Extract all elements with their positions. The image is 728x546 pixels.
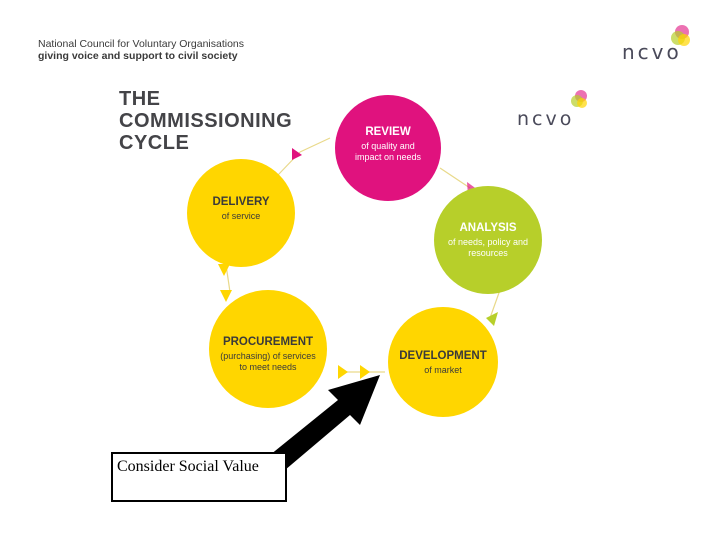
- callout-arrow: [270, 375, 380, 470]
- title-line-1: THE: [119, 88, 161, 110]
- development-heading: DEVELOPMENT: [399, 350, 487, 362]
- delivery-label: DELIVERY of service: [176, 196, 306, 222]
- inner-logo-mark-icon: [571, 90, 587, 108]
- arrowhead-procurement-1: [338, 365, 348, 379]
- review-label: REVIEW of quality and impact on needs: [323, 126, 453, 163]
- delivery-subtext: of service: [221, 211, 261, 221]
- title-line-2: COMMISSIONING: [119, 110, 293, 132]
- analysis-heading: ANALYSIS: [459, 222, 517, 234]
- development-circle: [388, 307, 498, 417]
- title-line-3: CYCLE: [119, 132, 190, 154]
- social-value-callout: Consider Social Value: [111, 452, 287, 502]
- arrowhead-delivery-1: [218, 264, 230, 276]
- inner-logo-wordmark: ncvo: [517, 108, 575, 130]
- org-name: National Council for Voluntary Organisat…: [38, 38, 245, 50]
- delivery-heading: DELIVERY: [212, 196, 270, 208]
- delivery-circle: [187, 159, 295, 267]
- arrowhead-development: [486, 312, 498, 326]
- analysis-label: ANALYSIS of needs, policy and resources: [423, 222, 553, 259]
- review-circle: [335, 95, 441, 201]
- diagram-title: THE COMMISSIONING CYCLE: [119, 88, 292, 154]
- procurement-subtext: (purchasing) of services to meet needs: [220, 351, 316, 372]
- analysis-subtext: of needs, policy and resources: [447, 237, 529, 258]
- review-subtext: of quality and impact on needs: [354, 141, 422, 162]
- development-subtext: of market: [424, 365, 462, 375]
- ncvo-logo: ncvo: [620, 18, 700, 64]
- org-tagline: giving voice and support to civil societ…: [38, 50, 238, 62]
- logo-wordmark: ncvo: [622, 40, 682, 64]
- arrowhead-delivery-2: [220, 290, 232, 302]
- ncvo-inner-logo: ncvo: [515, 86, 595, 131]
- procurement-heading: PROCUREMENT: [222, 336, 314, 348]
- analysis-circle: [434, 186, 542, 294]
- arrowhead-review: [292, 148, 302, 160]
- procurement-label: PROCUREMENT (purchasing) of services to …: [203, 336, 333, 373]
- procurement-circle: [209, 290, 327, 408]
- development-label: DEVELOPMENT of market: [378, 350, 508, 376]
- review-heading: REVIEW: [365, 126, 411, 138]
- logo-mark-icon: [671, 25, 690, 46]
- arrowhead-procurement-2: [360, 365, 370, 379]
